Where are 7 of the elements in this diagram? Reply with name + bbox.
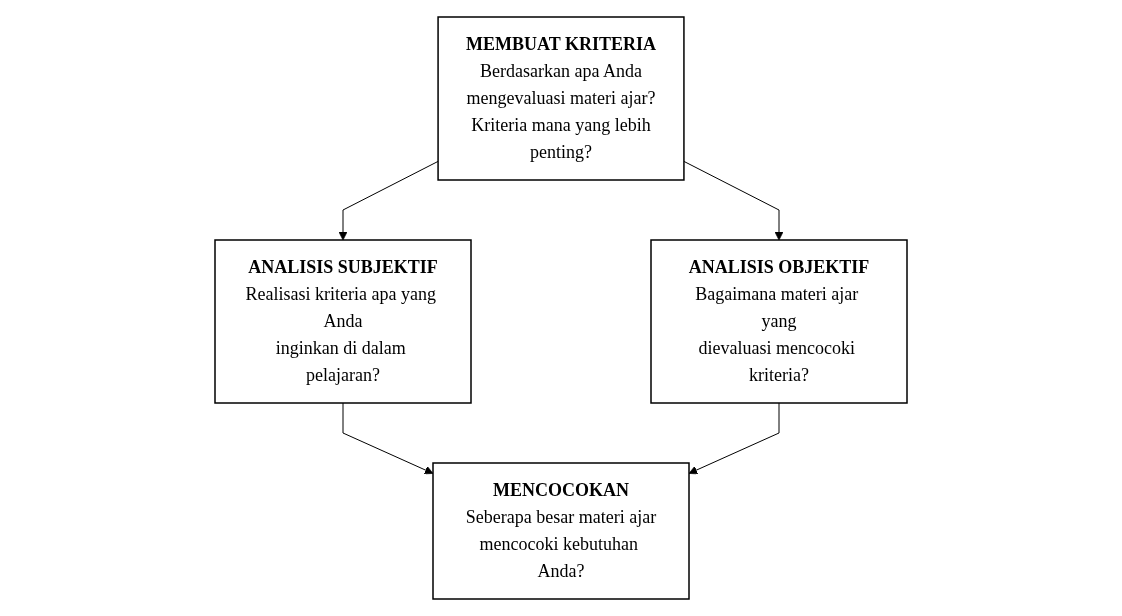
arrow bbox=[683, 160, 784, 241]
node-box: ANALISIS OBJEKTIF Bagaimana materi ajar yang dievaluasi mencocoki kriteria? bbox=[650, 239, 908, 404]
node-box: ANALISIS SUBJEKTIF Realisasi kriteria apa yang Anda inginkan di dalam pelajaran? bbox=[214, 239, 472, 404]
arrow bbox=[338, 160, 439, 241]
arrow bbox=[342, 402, 434, 475]
node-box: MENCOCOKAN Seberapa besar materi ajar mencocoki kebutuhan Anda? bbox=[432, 462, 690, 600]
node-box: MEMBUAT KRITERIA Berdasarkan apa Anda mengevaluasi materi ajar? Kriteria mana yang lebih penting? bbox=[437, 16, 685, 181]
